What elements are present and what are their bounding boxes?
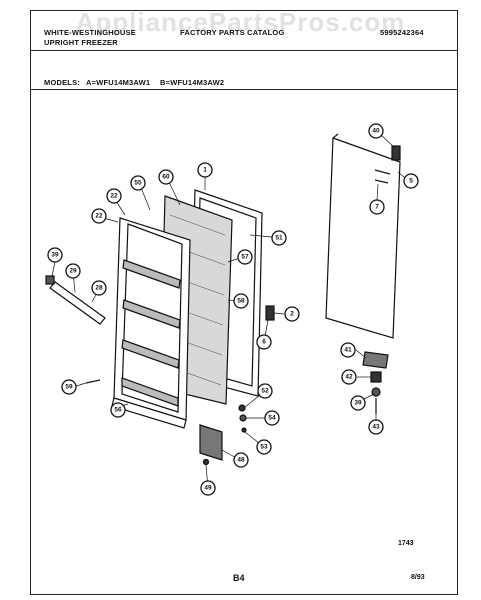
washer	[238, 404, 246, 412]
catalog-number: 5995242364	[380, 28, 424, 37]
svg-text:40: 40	[372, 128, 380, 135]
svg-text:6: 6	[262, 339, 266, 346]
screw-59	[85, 379, 101, 384]
hinge-bracket	[370, 371, 382, 383]
svg-text:52: 52	[261, 388, 269, 395]
svg-text:7: 7	[375, 204, 379, 211]
svg-text:39: 39	[51, 252, 59, 259]
door-edge	[332, 133, 339, 139]
svg-text:57: 57	[241, 254, 249, 261]
callout-54: 54	[264, 410, 280, 426]
callout-2: 2	[284, 306, 300, 322]
callout-1: 1	[197, 162, 213, 178]
svg-text:22: 22	[110, 193, 118, 200]
callout-58: 58	[233, 293, 249, 309]
svg-text:41: 41	[344, 347, 352, 354]
callout-39-right: 39	[350, 395, 366, 411]
callout-6: 6	[256, 334, 272, 350]
svg-text:54: 54	[268, 415, 276, 422]
page-number: B4	[233, 573, 245, 583]
brand-line-2: UPRIGHT FREEZER	[44, 38, 118, 47]
brand-line-1: WHITE-WESTINGHOUSE	[44, 28, 136, 37]
svg-text:60: 60	[162, 174, 170, 181]
svg-text:55: 55	[134, 180, 142, 187]
callout-60: 60	[158, 169, 174, 185]
header-rule	[30, 50, 458, 51]
thermostat-knob	[265, 305, 275, 321]
bottom-hinge	[362, 351, 389, 369]
svg-text:22: 22	[95, 213, 103, 220]
hinge-pin	[391, 145, 401, 161]
svg-text:42: 42	[345, 374, 353, 381]
svg-text:2: 2	[290, 311, 294, 318]
hinge-washer	[371, 387, 381, 397]
model-b: B=WFU14M3AW2	[160, 78, 225, 87]
callout-group: 40 5 7 1 60 55 22 22 51 57 39 29 28 2 6 …	[47, 123, 419, 496]
callout-48: 48	[233, 452, 249, 468]
callout-5: 5	[403, 173, 419, 189]
svg-text:48: 48	[237, 457, 245, 464]
callout-29: 29	[65, 263, 81, 279]
callout-57: 57	[237, 249, 253, 265]
callout-51: 51	[271, 230, 287, 246]
svg-text:5: 5	[409, 178, 413, 185]
shelf-bar-end	[45, 275, 55, 285]
svg-text:58: 58	[237, 298, 245, 305]
screw	[241, 427, 247, 433]
bracket-screw	[202, 458, 210, 466]
svg-text:49: 49	[204, 485, 212, 492]
figure-number: 1743	[398, 540, 414, 547]
callout-39-left: 39	[47, 247, 63, 263]
svg-text:51: 51	[275, 235, 283, 242]
outer-door	[325, 137, 401, 339]
svg-text:29: 29	[69, 268, 77, 275]
svg-text:28: 28	[95, 285, 103, 292]
svg-text:43: 43	[372, 424, 380, 431]
catalog-title: FACTORY PARTS CATALOG	[180, 28, 285, 37]
svg-text:53: 53	[260, 444, 268, 451]
callout-41: 41	[340, 342, 356, 358]
callout-40: 40	[368, 123, 384, 139]
models-rule	[30, 89, 458, 90]
handle-mark-2	[374, 179, 389, 184]
callout-56: 56	[110, 402, 126, 418]
callout-42: 42	[341, 369, 357, 385]
spacer	[239, 414, 247, 422]
svg-text:59: 59	[65, 384, 73, 391]
callout-22-top: 22	[106, 188, 122, 204]
callout-7: 7	[369, 199, 385, 215]
model-a: A=WFU14M3AW1	[86, 78, 151, 87]
callout-22: 22	[91, 208, 107, 224]
date-code: 8/93	[411, 574, 425, 581]
callout-52: 52	[257, 383, 273, 399]
callout-53: 53	[256, 439, 272, 455]
bottom-trim	[111, 397, 187, 429]
callout-59: 59	[61, 379, 77, 395]
svg-text:39: 39	[354, 400, 362, 407]
callout-49: 49	[200, 480, 216, 496]
callout-28: 28	[91, 280, 107, 296]
callout-43: 43	[368, 419, 384, 435]
shelf-bar	[49, 281, 106, 325]
svg-text:1: 1	[203, 167, 207, 174]
door-shelves	[121, 259, 181, 407]
models-label: MODELS:	[44, 78, 80, 87]
handle-mark-1	[374, 169, 391, 175]
callout-55: 55	[130, 175, 146, 191]
svg-text:56: 56	[114, 407, 122, 414]
watermark: AppliancePartsPros.com	[75, 7, 406, 37]
page-frame	[30, 10, 458, 595]
bracket	[199, 424, 223, 461]
